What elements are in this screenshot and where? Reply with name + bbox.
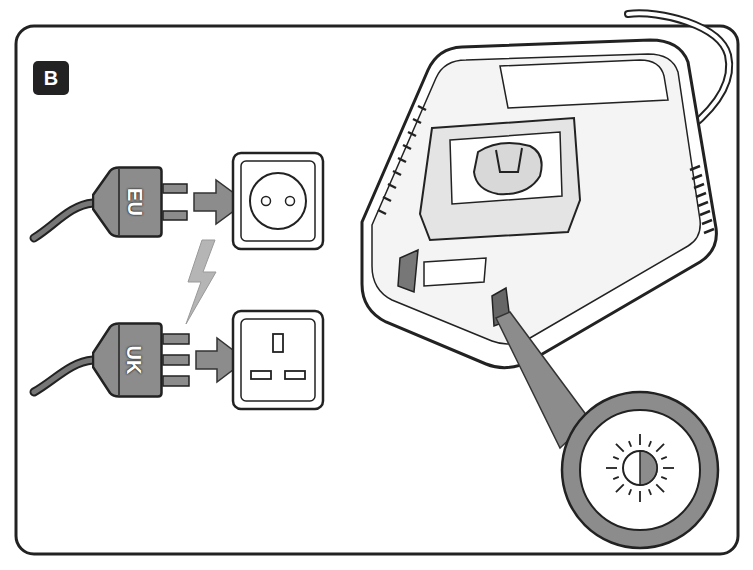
magnifier-ring [562, 392, 718, 548]
cable [34, 203, 93, 238]
cable [34, 360, 93, 392]
led-light [623, 451, 657, 485]
plug-pin [163, 334, 189, 344]
cable [34, 203, 93, 238]
light-ray [613, 477, 619, 479]
light-ray [639, 491, 641, 502]
light-ray [656, 484, 664, 492]
vent-slot [690, 166, 700, 170]
light-ray [661, 457, 667, 459]
panel-frame [16, 26, 738, 554]
charger-body [362, 40, 716, 368]
vent-slot [393, 171, 401, 175]
vent-slot [700, 211, 710, 215]
charger-grip [398, 250, 418, 292]
battery-bay [450, 132, 562, 204]
socket-hole [286, 197, 295, 206]
light-ray [649, 441, 651, 447]
vent-slot [408, 132, 416, 136]
vent-slot [696, 193, 706, 197]
battery-socket [496, 148, 522, 172]
light-ray [629, 441, 631, 447]
light-ray [656, 444, 664, 452]
vent-slots [378, 106, 714, 233]
vent-slot [413, 119, 421, 123]
vent-slot [698, 202, 708, 206]
charger-top [372, 54, 700, 344]
uk-socket [233, 311, 323, 409]
led-indicator [606, 434, 674, 502]
vent-slot [378, 210, 386, 214]
battery-socket [474, 143, 542, 194]
vent-slot [692, 175, 702, 179]
light-ray [629, 489, 631, 495]
socket-hole [273, 334, 283, 352]
vent-slot [418, 106, 426, 110]
vent-slot [403, 145, 411, 149]
socket-hole [251, 371, 271, 379]
eu-socket [233, 153, 323, 249]
vent-slot [694, 184, 704, 188]
alternative-bolt [186, 240, 216, 324]
plug-pin [163, 355, 189, 365]
charger-top-panel [500, 60, 668, 108]
magnifier-lens [580, 410, 700, 530]
plug-outline [93, 168, 162, 237]
plug-grip-line [118, 325, 120, 395]
panel-letter: B [44, 68, 58, 88]
vent-slot [388, 184, 396, 188]
eu-socket [241, 161, 315, 241]
light-ray [661, 477, 667, 479]
panel-letter-badge: B [33, 61, 69, 95]
uk-socket [241, 319, 315, 401]
vent-slot [704, 229, 714, 233]
light-ray [613, 457, 619, 459]
vent-slot [398, 158, 406, 162]
plug-grip-line [118, 169, 120, 235]
plug-region-label: UK [124, 346, 144, 375]
plug-body: EU [92, 166, 163, 238]
plug-pin [163, 376, 189, 386]
plug-outline [93, 324, 162, 397]
led-light [640, 451, 657, 485]
light-ray [649, 489, 651, 495]
socket-hole [262, 197, 271, 206]
vent-slot [702, 220, 712, 224]
vent-slot [383, 197, 391, 201]
light-ray [616, 444, 624, 452]
plug-pin [163, 184, 187, 193]
socket-hole [285, 371, 305, 379]
plug-body: UK [92, 322, 163, 398]
plug-region-label: EU [124, 188, 144, 216]
plug-pin [163, 211, 187, 220]
light-ray [639, 434, 641, 445]
charger-label-plate [424, 258, 486, 286]
light-ray [616, 484, 624, 492]
light-ray [606, 467, 617, 469]
battery-bay [420, 118, 580, 240]
eu-socket [250, 173, 306, 229]
light-ray [663, 467, 674, 469]
cable [34, 360, 93, 392]
